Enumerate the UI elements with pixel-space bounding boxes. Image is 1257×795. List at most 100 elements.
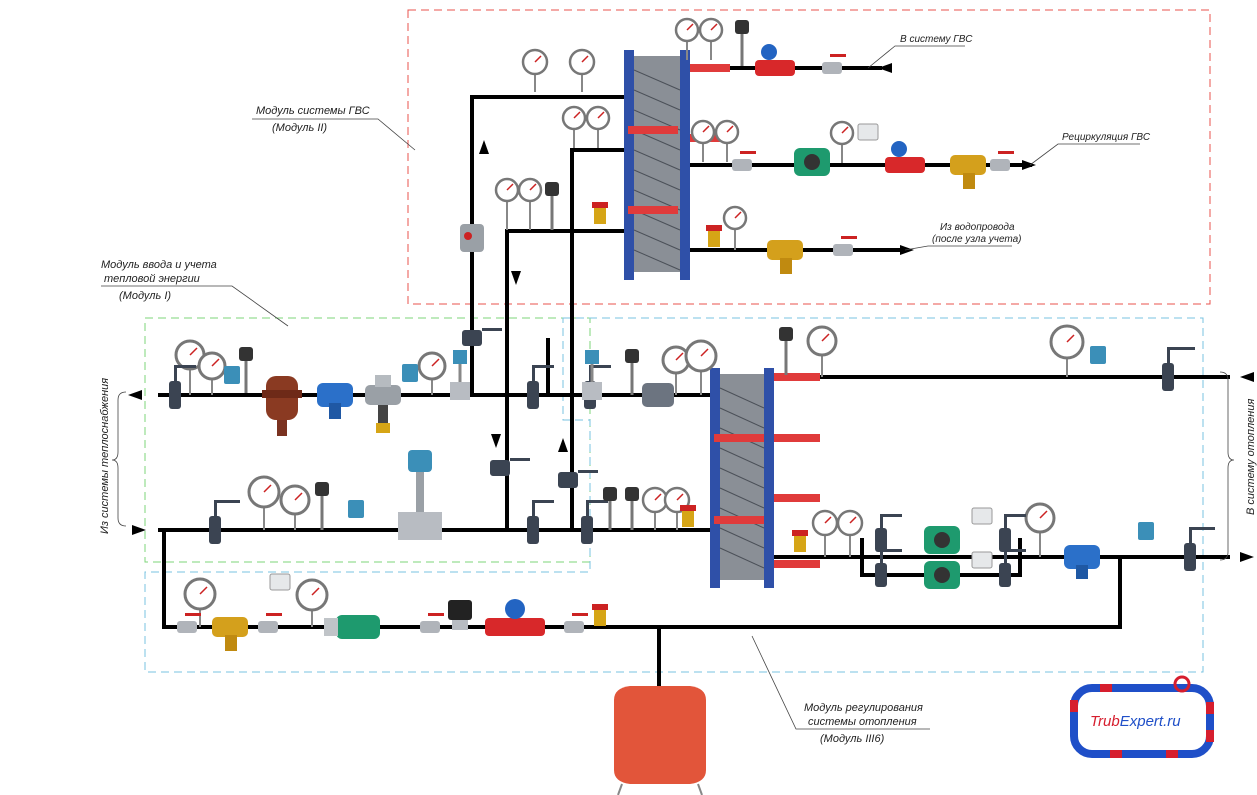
butterfly-valve-icon	[875, 514, 902, 552]
strainer-icon	[767, 240, 803, 274]
module-heating-boundary	[144, 317, 1204, 673]
pressure-switch-icon	[971, 507, 993, 525]
gauge-icon	[806, 325, 838, 377]
check-valve	[642, 383, 674, 407]
svg-text:(Модуль II): (Модуль II)	[272, 122, 327, 134]
butterfly-valve-icon	[1184, 527, 1215, 571]
flowmeter-icon	[398, 450, 442, 540]
ball-valve-icon	[177, 613, 201, 633]
gauge-icon	[517, 177, 543, 230]
butterfly-valve-icon	[581, 500, 608, 544]
pressure-transmitter-icon	[348, 500, 364, 518]
svg-text:тепловой энергии: тепловой энергии	[104, 273, 200, 285]
temperature-sensor-icon	[625, 487, 639, 530]
mud-separator	[262, 376, 302, 436]
pressure-transmitter-icon	[1090, 346, 1106, 364]
ball-valve-icon	[990, 151, 1014, 171]
pump-icon	[324, 615, 380, 639]
svg-text:Рециркуляция ГВС: Рециркуляция ГВС	[1062, 132, 1151, 143]
strainer-icon	[1064, 545, 1100, 579]
gauge-icon	[417, 351, 447, 395]
pressure-gauges	[174, 17, 1085, 627]
shutoff-valves	[169, 54, 1215, 633]
pressure-transmitter-icon	[1138, 522, 1154, 540]
svg-text:Модуль регулирования: Модуль регулирования	[804, 702, 923, 714]
safety-valve-icon	[680, 505, 696, 527]
strainer-icon	[317, 383, 353, 419]
strainers	[212, 155, 1100, 651]
ball-valve-icon	[833, 236, 857, 256]
temperature-sensor-icon	[735, 20, 749, 66]
gauge-icon	[714, 119, 740, 162]
pressure-switch-icon	[269, 573, 291, 591]
sensors	[224, 20, 1154, 630]
to-heating-label: В систему отопления	[1219, 371, 1257, 561]
svg-text:TrubExpert.ru: TrubExpert.ru	[1090, 713, 1181, 730]
svg-text:(Модуль III6): (Модуль III6)	[820, 733, 885, 745]
safety-valve-icon	[792, 530, 808, 552]
pump-icon	[794, 148, 830, 176]
gauge-icon	[585, 105, 611, 148]
butterfly-valve-icon	[209, 500, 240, 544]
water-meters	[485, 44, 925, 636]
temperature-sensor-icon	[603, 487, 617, 530]
svg-text:В систему ГВС: В систему ГВС	[900, 34, 973, 45]
pressure-transmitter-icon	[402, 364, 418, 382]
gauge-icon	[568, 48, 596, 92]
gauge-icon	[295, 578, 329, 627]
recirculation-label: Рециркуляция ГВС	[1029, 132, 1151, 166]
balancing-valve	[460, 224, 484, 252]
gauge-icon	[661, 345, 691, 395]
valve-wheel-icon	[1173, 675, 1191, 693]
water-meter-icon	[485, 599, 545, 636]
module-input-label: Модуль ввода и учета тепловой энергии (М…	[101, 259, 289, 327]
svg-text:Из водопровода: Из водопровода	[940, 222, 1015, 233]
heat-exchanger-gvs	[624, 50, 730, 280]
flowmeter-icon	[450, 350, 470, 400]
strainer-icon	[950, 155, 986, 189]
pressure-transmitter-icon	[224, 366, 240, 384]
svg-text:(после узла учета): (после узла учета)	[932, 234, 1022, 245]
ball-valve-icon	[822, 54, 846, 74]
gauge-icon	[494, 177, 520, 230]
to-gvs-label: В систему ГВС	[867, 34, 973, 69]
module-heating-label: Модуль регулирования системы отопления (…	[751, 635, 930, 745]
gauge-icon	[811, 509, 839, 557]
gauge-icon	[197, 351, 227, 395]
butterfly-valve-icon	[527, 500, 554, 544]
svg-text:В систему отопления: В систему отопления	[1245, 399, 1257, 515]
temperature-sensor-icon	[239, 347, 253, 393]
module-gvs-label: Модуль системы ГВС (Модуль II)	[252, 105, 416, 151]
module-gvs-boundary	[407, 9, 1211, 305]
gauge-icon	[561, 105, 587, 148]
gauge-icon	[698, 17, 724, 60]
gauge-icon	[722, 205, 748, 250]
trubexpert-logo[interactable]: TrubExpert.ru	[1070, 675, 1214, 758]
butterfly-valve-icon	[1162, 347, 1195, 391]
flow-meters	[398, 350, 602, 540]
gauge-icon	[684, 339, 718, 395]
svg-text:(Модуль I): (Модуль I)	[119, 290, 171, 302]
butterfly-valve-icon	[999, 549, 1026, 587]
gauge-icon	[690, 119, 716, 162]
gauge-icon	[829, 120, 855, 163]
gauge-icon	[674, 17, 700, 60]
from-water-label: Из водопровода (после узла учета)	[904, 222, 1022, 251]
water-meter-icon	[755, 44, 795, 76]
pump-icon	[924, 561, 960, 589]
safety-valve-icon	[592, 604, 608, 626]
safety-valve-icon	[706, 225, 722, 247]
expansion-tank	[614, 686, 706, 795]
butterfly-valve-icon	[490, 458, 530, 476]
temperature-sensor-icon	[545, 182, 559, 230]
pumps	[324, 148, 960, 639]
ball-valve-icon	[420, 613, 444, 633]
gauge-icon	[1049, 324, 1085, 377]
pressure-switch-icon	[857, 123, 879, 141]
gauge-icon	[641, 486, 669, 530]
butterfly-valve-icon	[462, 328, 502, 346]
svg-text:Из системы теплоснабжения: Из системы теплоснабжения	[99, 378, 111, 534]
safety-valve-icon	[592, 202, 608, 224]
butterfly-valve-icon	[169, 365, 196, 409]
